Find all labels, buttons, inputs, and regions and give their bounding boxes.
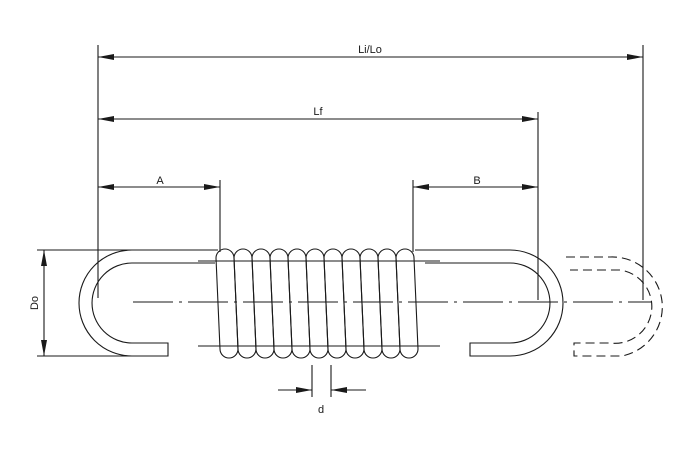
label-a: A — [156, 175, 164, 187]
coil-body — [215, 248, 419, 359]
label-b: B — [473, 175, 480, 187]
dimension-do — [41, 250, 47, 356]
right-hook — [415, 249, 564, 357]
dimension-a — [98, 184, 220, 190]
alternate-hook-position — [566, 256, 663, 357]
dimension-b — [413, 184, 538, 190]
dimension-lf — [98, 116, 538, 122]
label-lf: Lf — [313, 106, 323, 118]
label-li-lo: Li/Lo — [358, 44, 382, 56]
left-hook — [78, 249, 218, 357]
label-d: d — [318, 404, 324, 416]
extension-lines — [37, 45, 644, 357]
dimension-li-lo — [98, 54, 643, 60]
label-do: Do — [29, 296, 41, 310]
coil-loop — [395, 248, 419, 359]
dimension-d — [278, 365, 366, 397]
